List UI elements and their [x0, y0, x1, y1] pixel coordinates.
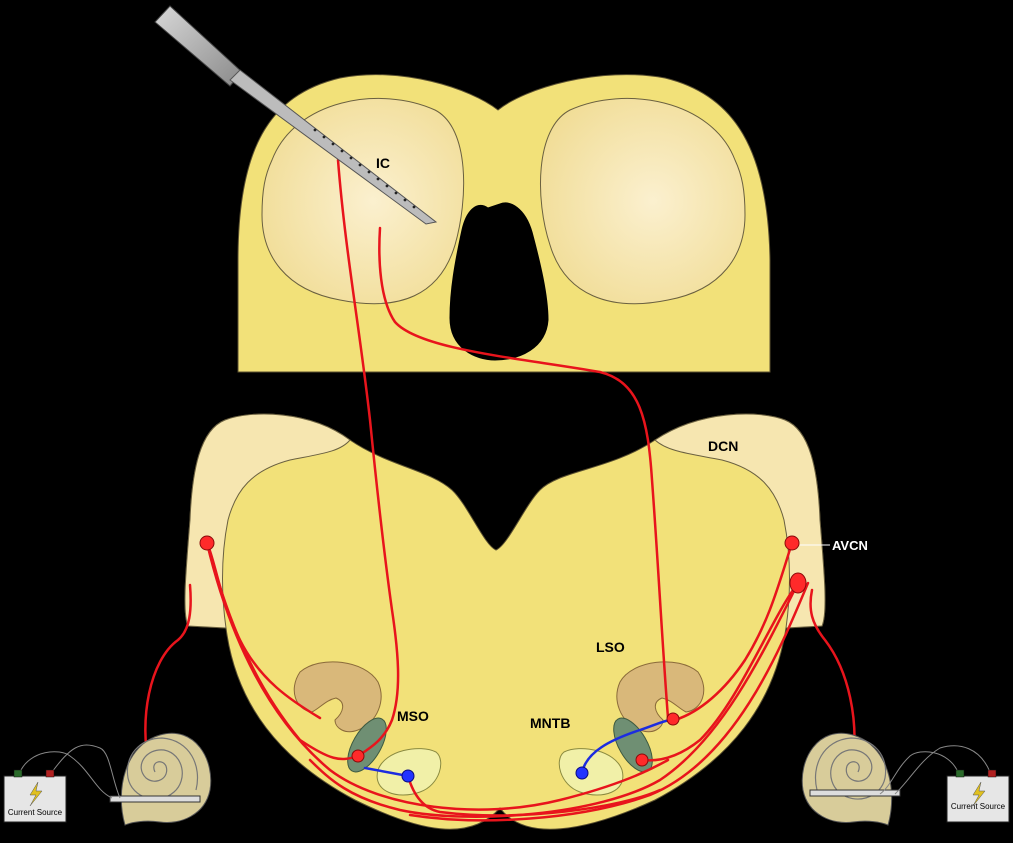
aqueduct [449, 202, 549, 361]
cochlear-nucleus-right [654, 413, 826, 629]
current-source-left: Current Source [3, 744, 121, 823]
label-mso: MSO [397, 708, 429, 724]
label-dcn: DCN [708, 438, 738, 454]
cochlear-implant-left [109, 795, 201, 803]
pathway-cochlea-right-to-avcn [809, 588, 856, 772]
cochlea-right-body [801, 732, 893, 826]
electrode-shank [229, 69, 438, 225]
pathway-lso-to-ic [378, 226, 670, 720]
pathway-mntb-left-to-mso [363, 766, 410, 778]
current-source-left-wire-2 [51, 744, 121, 799]
pathway-avcn-right-cross [308, 581, 800, 818]
pathway-mntb-left-to-crossing [406, 774, 662, 817]
pathway-avcn-left-cross [205, 541, 670, 811]
label-ic: IC [376, 155, 390, 171]
cochlea-left-spiral [126, 737, 199, 800]
label-lso: LSO [596, 639, 625, 655]
neuron-mntb-right [575, 766, 589, 780]
cochlea-right-spiral [814, 737, 887, 800]
neuron-mntb-left [401, 769, 415, 783]
cochlea-left [109, 732, 212, 826]
excitatory-pathways [144, 158, 856, 822]
neuron-avcn-right [784, 535, 800, 551]
current-source-right: Current Source [879, 745, 1010, 823]
current-source-right-label: Current Source [951, 802, 1006, 811]
cochlear-implant-right [809, 789, 901, 797]
inhibitory-pathways [363, 718, 674, 778]
neuron-avcn-left [199, 535, 215, 551]
neuron-avcn-right-2 [789, 572, 807, 594]
label-avcn: AVCN [832, 538, 868, 553]
current-source-right-wire [879, 751, 959, 795]
label-mntb: MNTB [530, 715, 570, 731]
electrode-contacts [313, 128, 416, 209]
cochlea-right [801, 732, 901, 826]
lightning-icon-left [29, 781, 43, 807]
pathway-avcn-right-to-mso [640, 581, 800, 762]
recording-electrode [154, 5, 438, 225]
pathway-mso-to-ic [336, 158, 400, 758]
neuron-mso-left [351, 749, 365, 763]
neuron-mso-right [635, 753, 649, 767]
neurons [199, 535, 807, 783]
pathway-mntb-right-to-lso [580, 718, 674, 775]
pathway-cochlea-left-to-avcn [144, 583, 192, 772]
current-source-left-wire [19, 751, 113, 799]
neuron-lso-right [666, 712, 680, 726]
current-source-left-label: Current Source [8, 808, 63, 817]
pathway-avcn-right-to-lso [673, 541, 794, 722]
brainstem-section [184, 413, 826, 830]
ic-right [539, 98, 746, 305]
lightning-icon-right [972, 781, 986, 807]
ic-left [261, 98, 465, 305]
current-source-right-wire-2 [894, 745, 991, 795]
inferior-colliculus-section [237, 74, 771, 373]
